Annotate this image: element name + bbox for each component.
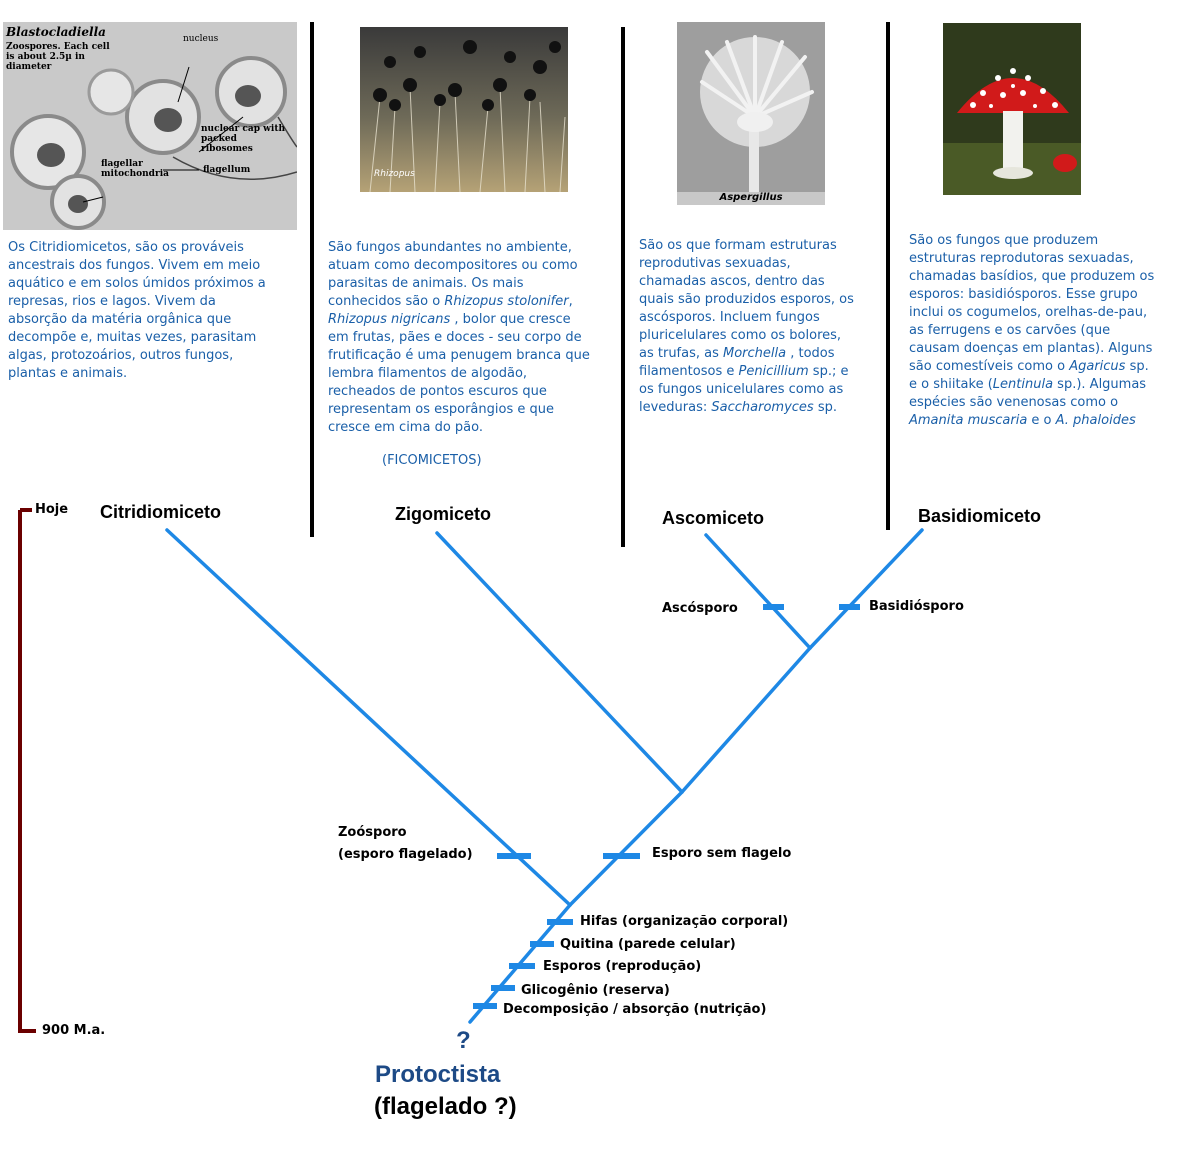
- trait-quitina: Quitina (parede celular): [560, 937, 736, 952]
- trait-esporos: Esporos (reprodução): [543, 959, 701, 974]
- time-scale: [20, 510, 36, 1033]
- trait-glicogenio: Glicogênio (reserva): [521, 983, 670, 998]
- trait-basidiosporo: Basidiósporo: [869, 599, 964, 614]
- zigomiceto-branch: [437, 533, 682, 792]
- scale-label-today: Hoje: [35, 502, 68, 517]
- group-ascomiceto: Ascomiceto: [662, 508, 764, 529]
- group-zigomiceto: Zigomiceto: [395, 504, 491, 525]
- trait-esporo-sem-flagelo: Esporo sem flagelo: [652, 846, 791, 861]
- trait-ascosporo: Ascósporo: [662, 601, 738, 616]
- trait-hifas: Hifas (organização corporal): [580, 914, 788, 929]
- dikarya-branch: [682, 648, 810, 792]
- trait-zoosporo: Zoósporo: [338, 825, 407, 840]
- group-basidiomiceto: Basidiomiceto: [918, 506, 1041, 527]
- trait-decomposicao: Decomposição / absorção (nutrição): [503, 1002, 766, 1017]
- trait-esporo-flagelado: (esporo flagelado): [338, 847, 473, 862]
- root-flagelado-note: (flagelado ?): [374, 1093, 517, 1121]
- root-protoctista: Protoctista: [375, 1061, 500, 1089]
- basidiomiceto-branch: [810, 530, 922, 648]
- scale-label-900ma: 900 M.a.: [42, 1023, 105, 1038]
- root-question-mark: ?: [456, 1027, 471, 1055]
- group-citridiomiceto: Citridiomiceto: [100, 502, 221, 523]
- ascomiceto-branch: [706, 535, 810, 648]
